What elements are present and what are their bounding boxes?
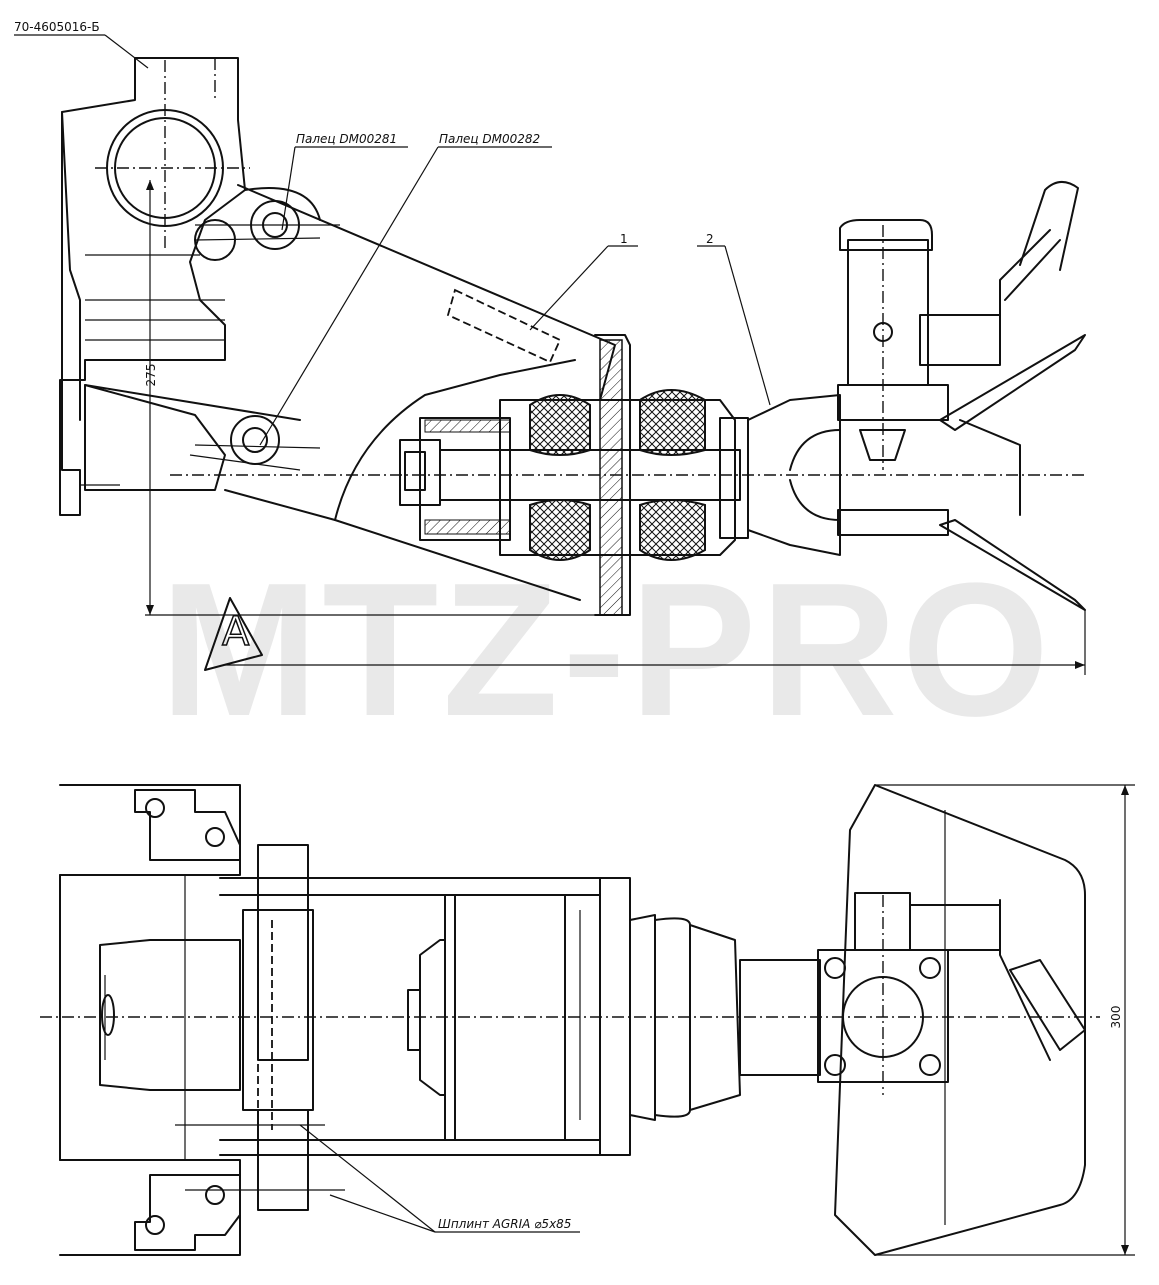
pin1-label: Палец DM00281 bbox=[296, 132, 397, 146]
item-1-label: 1 bbox=[620, 232, 628, 246]
assembly-number-label: 70-4605016-Б bbox=[14, 20, 100, 34]
item-2-label: 2 bbox=[706, 232, 714, 246]
view-a-label: А bbox=[222, 609, 250, 655]
side-view: 275 А 70-4605016-Б Палец DM00281 Палец D… bbox=[14, 20, 1086, 675]
top-view: 300 Шплинт AGRIA ⌀5x85 bbox=[40, 784, 1135, 1256]
dimension-300: 300 bbox=[1109, 1006, 1123, 1029]
cotter-pin-label: Шплинт AGRIA ⌀5x85 bbox=[438, 1217, 571, 1231]
dimension-275: 275 bbox=[144, 364, 158, 387]
pin2-label: Палец DM00282 bbox=[439, 132, 540, 146]
